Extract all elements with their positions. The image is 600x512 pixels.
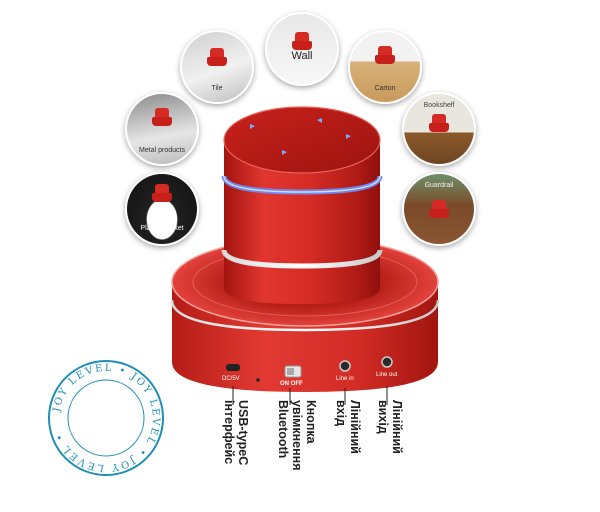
joy-level-seal-logo: JOY LEVEL • JOY LEVEL • JOY LEVEL • [48,360,164,476]
surface-bubble-bookshelf: Bookshelf [402,92,476,166]
surface-bubble-guardrail: Guardrail [402,172,476,246]
mini-speaker-icon [429,200,449,218]
port-label-line-out: Line out [376,372,398,378]
surface-label: Wall [291,50,313,62]
surface-bubble-plastic-bucket: Plastic bucket [125,172,199,246]
surface-label: Carton [374,85,396,92]
mini-speaker-icon [375,46,395,64]
line-in-port [339,360,351,372]
surface-bubble-carton: Carton [348,30,422,104]
indicator-led [256,378,260,382]
caption-line-out: Лінійний вихід [376,400,404,454]
port-label-dc: DC/5V [222,376,240,382]
line-out-port [381,356,393,368]
port-label-line-in: Line in [336,376,354,382]
mini-speaker-icon [152,184,172,202]
mini-speaker-icon [207,48,227,66]
surface-label: Tile [211,85,223,92]
surface-bubble-tile: Tile [180,30,254,104]
touch-led-icon [250,118,351,155]
surface-label: Guardrail [424,182,454,189]
mini-speaker-icon [152,108,172,126]
usb-c-port [226,364,240,371]
caption-bluetooth-button: Кнопка увімкнення Bluetooth [276,400,318,471]
surface-bubble-metal: Metal products [125,92,199,166]
surface-bubble-wall: Wall [265,12,339,86]
surface-label: Plastic bucket [140,225,184,232]
caption-usb-typec: USB-typeC інтерфейс [222,400,250,466]
mini-speaker-icon [292,32,312,50]
surface-label: Metal products [139,147,185,154]
mini-speaker-icon [429,114,449,132]
surface-label: Bookshelf [423,102,455,109]
caption-line-in: Лінійний вхід [334,400,362,454]
port-label-switch: ON OFF [280,381,303,387]
